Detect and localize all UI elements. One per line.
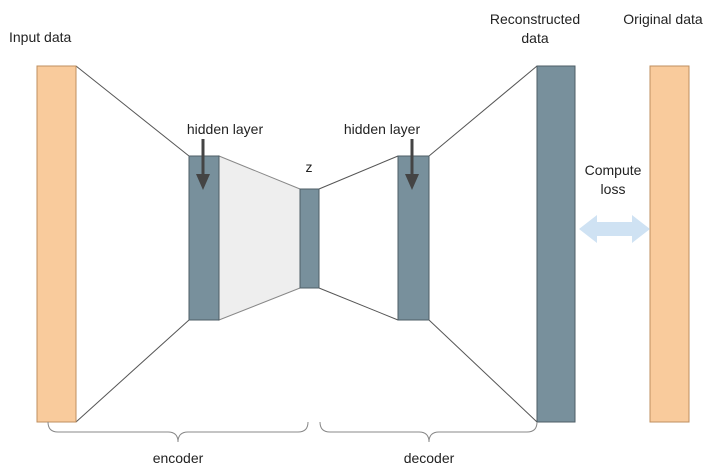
compute-loss-double-arrow (579, 215, 650, 243)
z-to-hidden-bottom-line (318, 287, 399, 321)
input-to-hidden-bottom-line (75, 319, 190, 423)
compute-loss-label-line1: Compute (585, 162, 642, 178)
decoder-label: decoder (404, 450, 455, 466)
reconstructed-data-label-line2: data (521, 30, 548, 46)
input-to-hidden-top-line (75, 65, 190, 157)
encoder-down-arrow (196, 139, 210, 190)
encoder-brace (47, 421, 309, 443)
hidden-to-output-bottom-line (428, 319, 538, 423)
input-data-label: Input data (9, 29, 71, 45)
compute-loss-label-line2: loss (601, 181, 626, 197)
latent-z-label: z (306, 159, 313, 175)
z-to-hidden-top-line (318, 155, 399, 190)
decoder-brace (319, 421, 538, 443)
reconstructed-data-bar (536, 65, 576, 423)
input-data-bar (36, 65, 77, 423)
original-data-label: Original data (623, 11, 703, 27)
original-data-bar (649, 65, 690, 423)
encoder-label: encoder (153, 450, 204, 466)
encoder-hidden-layer-label: hidden layer (187, 121, 264, 137)
decoder-hidden-layer-label: hidden layer (344, 121, 421, 137)
latent-z-layer (299, 188, 320, 289)
encoder-bottleneck-fill (218, 155, 301, 321)
reconstructed-data-label-line1: Reconstructed (490, 11, 580, 27)
hidden-to-output-top-line (428, 65, 538, 157)
decoder-down-arrow (405, 139, 419, 190)
